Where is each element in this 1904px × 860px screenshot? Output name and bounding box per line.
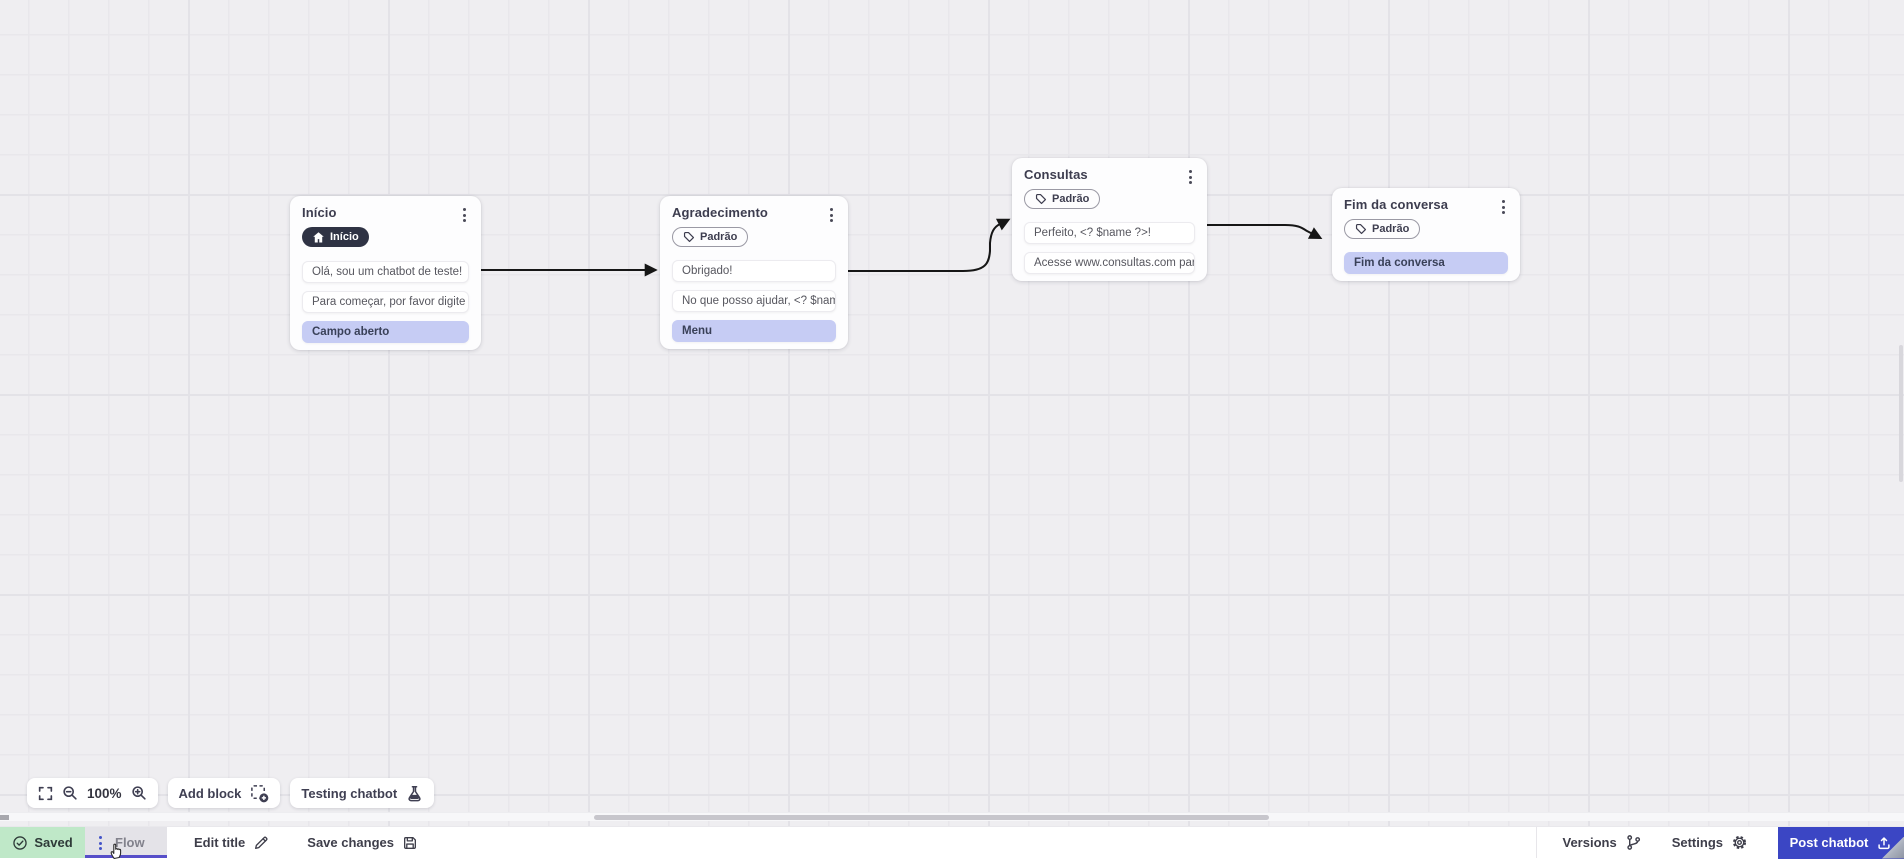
badge-label: Padrão: [700, 231, 737, 243]
flow-canvas[interactable]: Início Início Olá, sou um chatbot de tes…: [0, 0, 1904, 826]
add-block-icon: [250, 784, 269, 803]
settings-button[interactable]: Settings: [1672, 834, 1748, 851]
tag-icon: [683, 231, 695, 243]
horizontal-scrollbar[interactable]: [0, 812, 1904, 821]
post-chatbot-label: Post chatbot: [1790, 835, 1869, 850]
tag-icon: [1355, 223, 1367, 235]
node-badge-start: Início: [302, 227, 369, 247]
fit-view-icon[interactable]: [38, 786, 53, 801]
check-circle-icon: [12, 835, 28, 851]
horizontal-scrollbar-thumb[interactable]: [594, 815, 1269, 820]
save-changes-button[interactable]: Save changes: [307, 835, 418, 851]
status-bar: Saved Flow Edit title Save changes Versi…: [0, 826, 1904, 858]
kebab-menu-icon[interactable]: [1499, 198, 1508, 216]
kebab-menu-icon[interactable]: [827, 206, 836, 224]
flow-node-agradecimento[interactable]: Agradecimento Padrão Obrigado! No que po…: [660, 196, 848, 349]
settings-label: Settings: [1672, 835, 1723, 850]
action-card[interactable]: Campo aberto: [302, 321, 469, 343]
zoom-level: 100%: [87, 786, 122, 801]
message-card[interactable]: Olá, sou um chatbot de teste!: [302, 261, 469, 283]
testing-chatbot-button[interactable]: Testing chatbot: [290, 778, 434, 808]
versions-button[interactable]: Versions: [1563, 834, 1642, 851]
upload-icon: [1876, 835, 1892, 851]
node-badge: Padrão: [1344, 219, 1420, 239]
action-card[interactable]: Fim da conversa: [1344, 252, 1508, 274]
flow-kebab-icon[interactable]: [96, 834, 105, 852]
node-title: Início: [302, 205, 337, 220]
testing-chatbot-label: Testing chatbot: [301, 786, 397, 801]
node-title: Consultas: [1024, 167, 1088, 182]
wire-consultas-fim: [1196, 225, 1312, 234]
versions-label: Versions: [1563, 835, 1617, 850]
tag-icon: [1035, 193, 1047, 205]
message-card[interactable]: No que posso ajudar, <? $name ...: [672, 290, 836, 312]
node-title: Fim da conversa: [1344, 197, 1448, 212]
add-block-label: Add block: [179, 786, 242, 801]
save-icon: [402, 835, 418, 851]
badge-label: Início: [330, 231, 359, 243]
pencil-icon: [253, 835, 269, 851]
badge-label: Padrão: [1372, 223, 1409, 235]
mouse-cursor-icon: [108, 841, 125, 860]
canvas-toolbar: 100% Add block Testing chatbot: [27, 778, 434, 808]
badge-label: Padrão: [1052, 193, 1089, 205]
flow-node-consultas[interactable]: Consultas Padrão Perfeito, <? $name ?>! …: [1012, 158, 1207, 281]
zoom-controls: 100%: [27, 778, 158, 808]
message-card[interactable]: Para começar, por favor digite o ...: [302, 291, 469, 313]
zoom-in-icon[interactable]: [131, 785, 147, 801]
message-card[interactable]: Obrigado!: [672, 260, 836, 282]
flask-icon: [406, 785, 423, 802]
node-title: Agradecimento: [672, 205, 768, 220]
wire-agradecimento-consultas: [845, 224, 1000, 271]
connection-wires: [0, 0, 1904, 826]
vertical-scrollbar-thumb[interactable]: [1899, 345, 1903, 482]
saved-status: Saved: [0, 827, 85, 858]
edit-title-button[interactable]: Edit title: [194, 835, 269, 851]
message-card[interactable]: Perfeito, <? $name ?>!: [1024, 222, 1195, 244]
save-changes-label: Save changes: [307, 835, 394, 850]
branch-icon: [1625, 834, 1642, 851]
gear-icon: [1731, 834, 1748, 851]
tab-flow[interactable]: Flow: [85, 827, 167, 858]
action-card[interactable]: Menu: [672, 320, 836, 342]
saved-label: Saved: [34, 835, 72, 850]
node-badge: Padrão: [672, 227, 748, 247]
post-chatbot-button[interactable]: Post chatbot: [1778, 827, 1904, 859]
add-block-button[interactable]: Add block: [168, 778, 281, 808]
kebab-menu-icon[interactable]: [460, 206, 469, 224]
flow-node-fim-da-conversa[interactable]: Fim da conversa Padrão Fim da conversa: [1332, 188, 1520, 281]
home-icon: [312, 231, 325, 244]
zoom-out-icon[interactable]: [62, 785, 78, 801]
node-badge: Padrão: [1024, 189, 1100, 209]
message-card[interactable]: Acesse www.consultas.com par...: [1024, 252, 1195, 274]
edit-title-label: Edit title: [194, 835, 245, 850]
flow-node-inicio[interactable]: Início Início Olá, sou um chatbot de tes…: [290, 196, 481, 350]
horizontal-scrollbar-stub: [0, 815, 9, 820]
kebab-menu-icon[interactable]: [1186, 168, 1195, 186]
